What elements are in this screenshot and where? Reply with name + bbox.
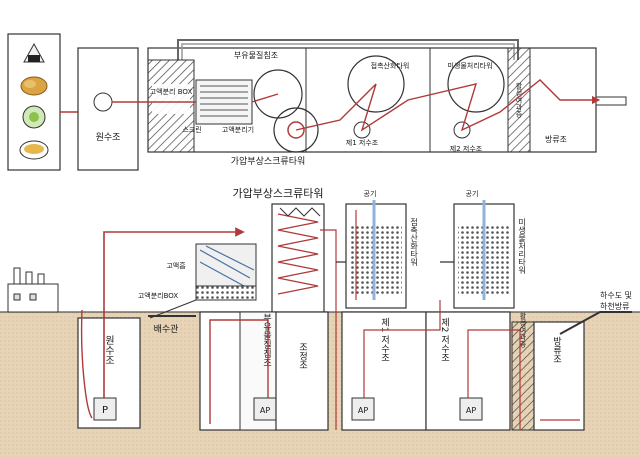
top-filter-layer [507, 47, 531, 153]
air-label-1: 공기 [364, 189, 377, 198]
section-flow-line [320, 210, 580, 430]
fried-food-icon [20, 76, 48, 96]
sewer-label: 하수도 및 [600, 290, 632, 300]
separator-box [195, 285, 257, 301]
top-first-storage-pump [353, 121, 371, 139]
section-title: 가압부상스크류타워 [232, 187, 323, 200]
top-contact-tower-label: 접촉산화타워 [371, 61, 410, 70]
rice-ball-icon [23, 42, 45, 63]
top-separator-label: 고액분리기 [222, 125, 254, 134]
adjust-tank [275, 311, 329, 431]
top-separator-box-label: 고액분리 BOX [150, 87, 193, 96]
top-flotation-label: 부유물질침조 [234, 51, 278, 60]
discharge-tank-label: 방류조 [551, 336, 561, 363]
second-storage-label: 제2 저수조 [439, 318, 449, 363]
flotation-tank-label: 부유물질침조 [261, 313, 271, 367]
top-second-storage-pump [453, 121, 471, 139]
top-first-storage-label: 제1 저수조 [346, 138, 379, 147]
second-ap-label: AP [466, 406, 476, 415]
top-screen-label: 스크린 [182, 125, 201, 134]
air-label-2: 공기 [466, 189, 479, 198]
section-raw-tank-label: 원수조 [103, 335, 115, 365]
filter-layer-label: 활성여과층 [519, 312, 527, 348]
top-raw-pump-icon [93, 92, 113, 112]
first-ap-label: AP [358, 406, 368, 415]
top-outlet-pipe [595, 96, 627, 106]
discharge-tank [533, 321, 585, 431]
microbe-tower-label: 미생물처리타워 [517, 218, 526, 275]
section-view: 가압부상스크류타워 원수조 P 고액흡 고액분리BOX 배수관 [0, 187, 640, 457]
top-screen-unit [195, 79, 253, 125]
adjust-tank-label: 조정조 [297, 343, 307, 370]
contact-media [350, 226, 402, 296]
top-caption: 가압부상스크류타워 [231, 155, 306, 167]
top-screw-circle [273, 107, 319, 153]
top-plan: 원수조 고액분리 BOX 부유물질침조 스크린 고액분리기 가압부상스크류타워 … [7, 33, 627, 171]
top-filter-label: 활성여과층 [515, 82, 523, 118]
top-microbe-tower-circle [447, 55, 505, 113]
raw-pump-label: P [102, 405, 108, 416]
drain-pipe-label: 배수관 [154, 324, 179, 335]
raw-feed-pipe [103, 227, 245, 398]
top-discharge-label: 방류조 [545, 134, 567, 144]
screen-label: 고액흡 [166, 261, 186, 270]
first-storage-label: 제1 저수조 [379, 318, 389, 363]
river-label: 하천방류 [600, 301, 629, 311]
first-ap-icon [351, 397, 375, 421]
screw-spiral [277, 213, 319, 295]
outlet-pipe [559, 311, 632, 335]
factory-icon [7, 267, 59, 313]
raw-pump-icon [93, 397, 117, 421]
top-contact-tower-circle [347, 55, 405, 113]
contact-tower-label: 접촉산화타워 [409, 217, 418, 267]
salad-plate-icon [22, 105, 46, 129]
top-second-storage-label: 제2 저수조 [450, 144, 483, 153]
top-raw-tank-label: 원수조 [96, 132, 121, 143]
second-ap-icon [459, 397, 483, 421]
top-microbe-tower-label: 미생물처리타워 [447, 61, 492, 70]
noodle-bowl-icon [19, 140, 49, 160]
separator-box-label: 고액분리BOX [138, 291, 179, 300]
top-flow-line [112, 79, 596, 132]
flotation-ap-label: AP [260, 406, 270, 415]
